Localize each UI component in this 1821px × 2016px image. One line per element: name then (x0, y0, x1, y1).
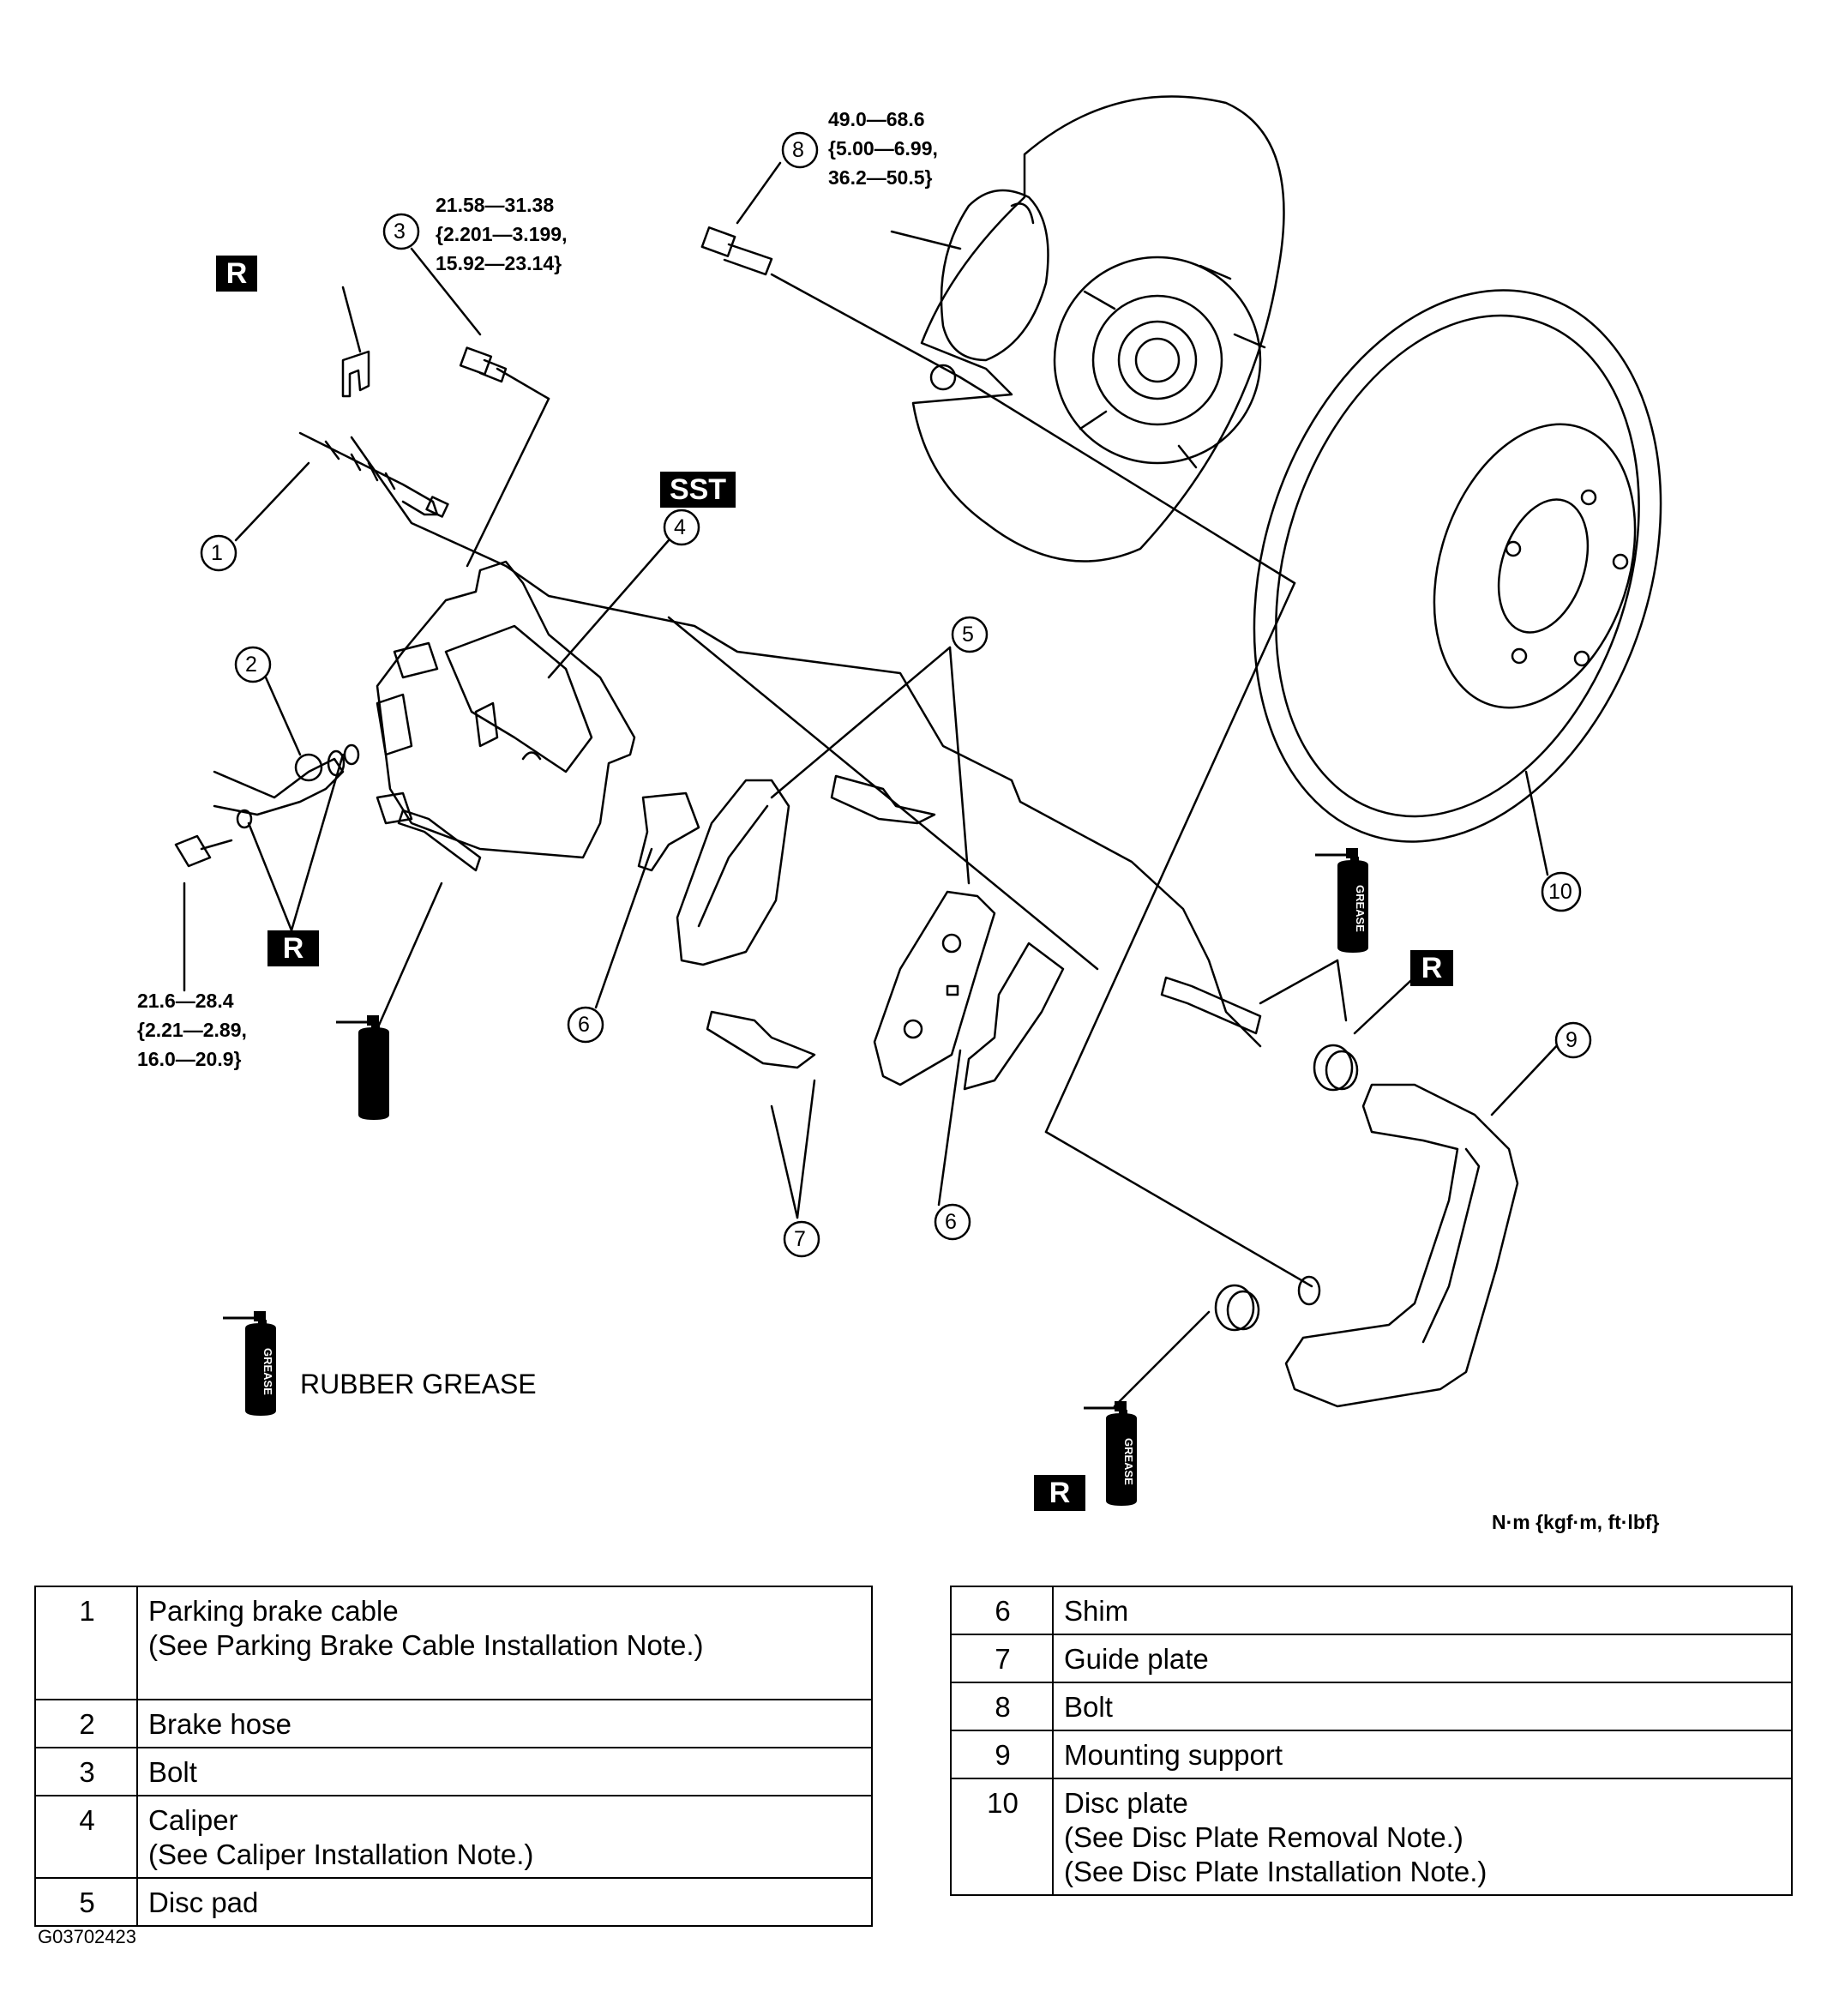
leader-line (770, 273, 962, 379)
callout-2: 2 (245, 653, 257, 677)
mounting-support (1284, 1083, 1519, 1408)
callout-8: 8 (792, 138, 804, 162)
callout-circle (1554, 1021, 1592, 1059)
parts-table-right: 6 Shim 7 Guide plate 8 Bolt 9 Mounting s… (950, 1586, 1793, 1896)
callout-3: 3 (394, 220, 406, 244)
table-row: 2 Brake hose (34, 1699, 873, 1748)
leader-line (496, 367, 550, 400)
callout-1: 1 (211, 541, 223, 565)
hub-knuckle (890, 95, 1285, 563)
table-row: 7 Guide plate (950, 1634, 1793, 1683)
callout-circle (934, 1203, 971, 1241)
table-row: 4 Caliper(See Caliper Installation Note.… (34, 1795, 873, 1879)
callout-circle (234, 646, 272, 683)
callout-10: 10 (1548, 880, 1572, 904)
bolt-8 (700, 226, 773, 276)
callout-6: 6 (945, 1210, 957, 1234)
leader-line (466, 397, 550, 568)
callout-circle (382, 213, 420, 250)
disc-pad (873, 890, 996, 1086)
leader-line (959, 376, 1296, 585)
grease-can-label: GREASE (340, 1068, 353, 1115)
replace-badge: R (1410, 950, 1453, 986)
replace-badge: R (267, 930, 319, 966)
callout-circle (1541, 871, 1582, 912)
torque-hose-bolt: 21.6—28.4 {2.21—2.89, 16.0—20.9} (137, 990, 247, 1070)
parking-brake-cable (298, 431, 439, 516)
guide-plate (706, 1010, 816, 1069)
leader-line (667, 616, 1099, 971)
caliper (376, 560, 636, 859)
callout-circle (781, 131, 819, 169)
grease-can-label: GREASE (261, 1348, 274, 1395)
shim (637, 791, 700, 872)
bolt-3 (459, 346, 508, 383)
callout-circle (951, 616, 989, 653)
callout-circle (200, 534, 237, 572)
table-row: 3 Bolt (34, 1747, 873, 1796)
callout-9: 9 (1566, 1028, 1578, 1052)
disc-plate (1253, 289, 1662, 843)
table-row: 8 Bolt (950, 1682, 1793, 1731)
disc-pad (676, 779, 790, 966)
grease-legend-label: RUBBER GREASE (300, 1369, 537, 1399)
sst-badge: SST (660, 472, 736, 508)
table-row: 10 Disc plate(See Disc Plate Removal Not… (950, 1778, 1793, 1896)
leader-line (1044, 581, 1296, 1134)
callout-4: 4 (674, 515, 686, 539)
guide-plate (830, 774, 936, 825)
shim (963, 942, 1065, 1091)
grease-can-label: GREASE (1122, 1438, 1135, 1485)
brake-exploded-diagram (174, 95, 1662, 1507)
leader-line (1044, 1130, 1313, 1288)
leader-line (350, 436, 1262, 1048)
brake-hose (213, 757, 345, 816)
grease-can-label: GREASE (1354, 885, 1367, 932)
table-row: 5 Disc pad (34, 1877, 873, 1927)
table-row: 9 Mounting support (950, 1730, 1793, 1779)
callout-6: 6 (578, 1013, 590, 1037)
table-row: 6 Shim (950, 1586, 1793, 1635)
parts-table-left: 1 Parking brake cable(See Parking Brake … (34, 1586, 873, 1927)
figure-id: G03702423 (38, 1926, 136, 1947)
torque-bolt-3: 21.58—31.38 {2.201—3.199, 15.92—23.14} (436, 194, 568, 274)
replace-badge: R (1034, 1475, 1085, 1511)
table-row: 1 Parking brake cable(See Parking Brake … (34, 1586, 873, 1700)
callout-5: 5 (962, 623, 974, 647)
torque-bolt-8: 49.0—68.6 {5.00—6.99, 36.2—50.5} (828, 108, 938, 189)
callout-7: 7 (794, 1227, 806, 1251)
callout-circle (663, 509, 700, 546)
replace-badge: R (216, 256, 257, 292)
callout-circle (567, 1006, 604, 1044)
torque-unit-label: N·m {kgf·m, ft·lbf} (1492, 1511, 1660, 1533)
callout-circle (783, 1220, 820, 1258)
